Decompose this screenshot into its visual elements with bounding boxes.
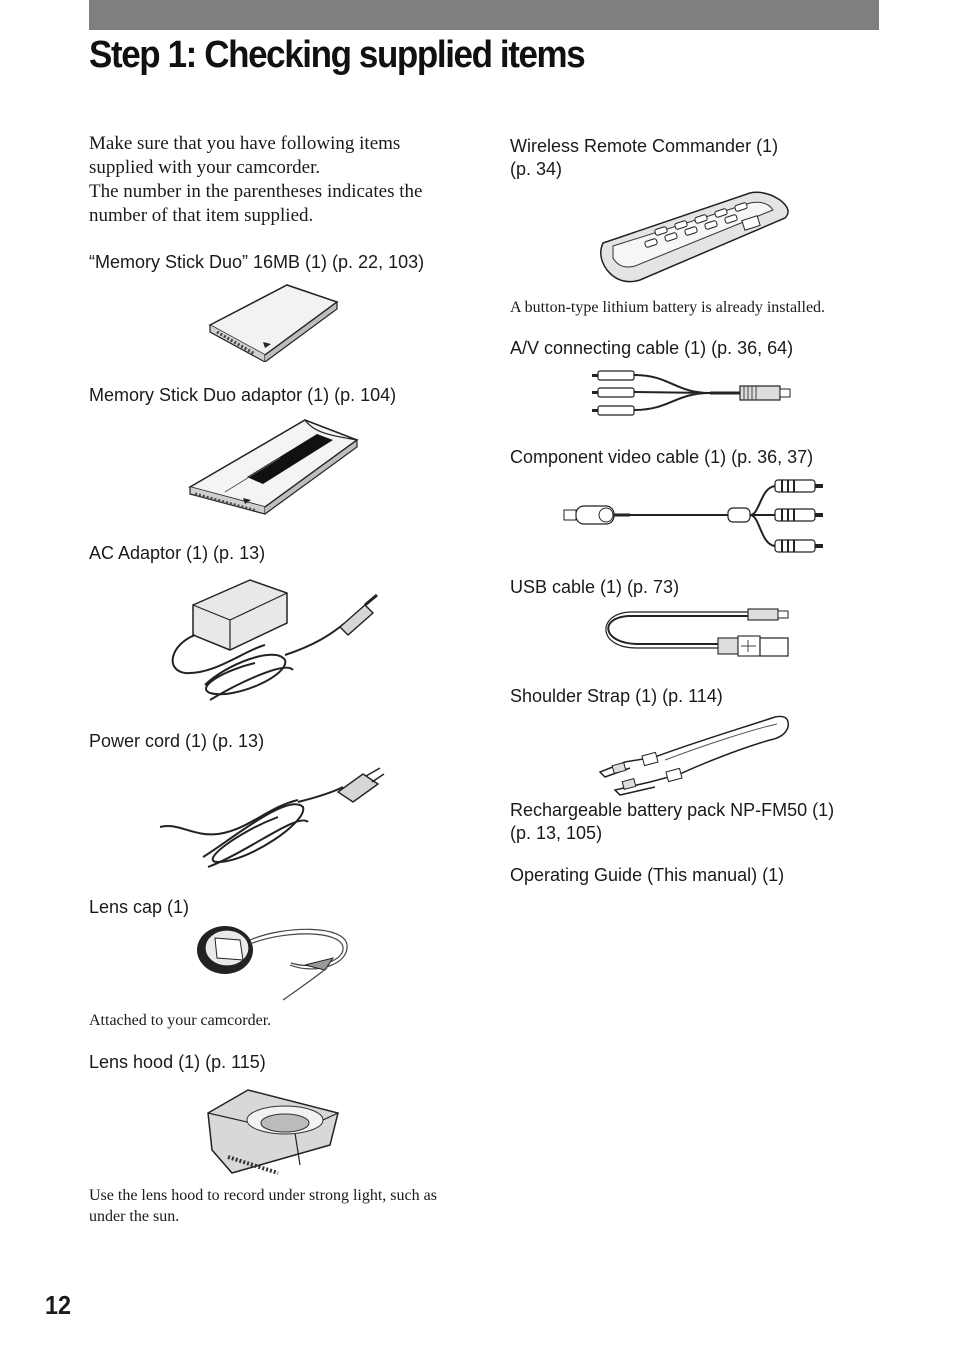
lens-cap-note: Attached to your camcorder. <box>89 1012 272 1029</box>
power-cord-illustration <box>159 767 385 868</box>
item-label-power-cord: Power cord (1) (p. 13) <box>89 731 265 751</box>
item-label-battery-pack-2: (p. 13, 105) <box>510 823 603 843</box>
header-bar <box>89 0 879 30</box>
intro-line-1: Make sure that you have following items … <box>89 133 401 178</box>
av-cable-illustration <box>592 370 791 416</box>
usb-cable-illustration <box>605 608 789 657</box>
intro-line-2: The number in the parentheses indicates … <box>89 181 423 226</box>
intro-text: Make sure that you have following items … <box>89 132 469 228</box>
item-label-shoulder-strap: Shoulder Strap (1) (p. 114) <box>510 686 723 706</box>
lens-hood-note: Use the lens hood to record under strong… <box>89 1187 437 1225</box>
lens-cap-illustration <box>197 926 348 1001</box>
memory-stick-duo-illustration <box>208 284 339 362</box>
memory-stick-adaptor-illustration <box>188 419 359 515</box>
item-label-operating-guide: Operating Guide (This manual) (1) <box>510 865 785 885</box>
item-label-av-cable: A/V connecting cable (1) (p. 36, 64) <box>510 338 794 358</box>
lens-hood-illustration <box>207 1089 339 1175</box>
item-label-remote-commander-1: Wireless Remote Commander (1) <box>510 136 779 156</box>
item-label-lens-hood: Lens hood (1) (p. 115) <box>89 1052 266 1072</box>
remote-commander-note: A button-type lithium battery is already… <box>510 299 826 316</box>
item-label-battery-pack-1: Rechargeable battery pack NP-FM50 (1) <box>510 800 835 820</box>
page-title: Step 1: Checking supplied items <box>89 34 586 76</box>
component-cable-illustration <box>563 479 823 553</box>
item-label-remote-commander-2: (p. 34) <box>510 159 563 179</box>
item-label-component-cable: Component video cable (1) (p. 36, 37) <box>510 447 814 467</box>
ac-adaptor-illustration <box>171 579 378 701</box>
item-label-memory-stick-duo: “Memory Stick Duo” 16MB (1) (p. 22, 103) <box>89 252 425 272</box>
remote-commander-illustration <box>600 191 789 283</box>
shoulder-strap-illustration <box>598 715 789 796</box>
item-label-lens-cap: Lens cap (1) <box>89 897 190 917</box>
item-label-ac-adaptor: AC Adaptor (1) (p. 13) <box>89 543 266 563</box>
item-label-usb-cable: USB cable (1) (p. 73) <box>510 577 680 597</box>
page-number: 12 <box>45 1290 72 1320</box>
item-label-memory-stick-adaptor: Memory Stick Duo adaptor (1) (p. 104) <box>89 385 397 405</box>
